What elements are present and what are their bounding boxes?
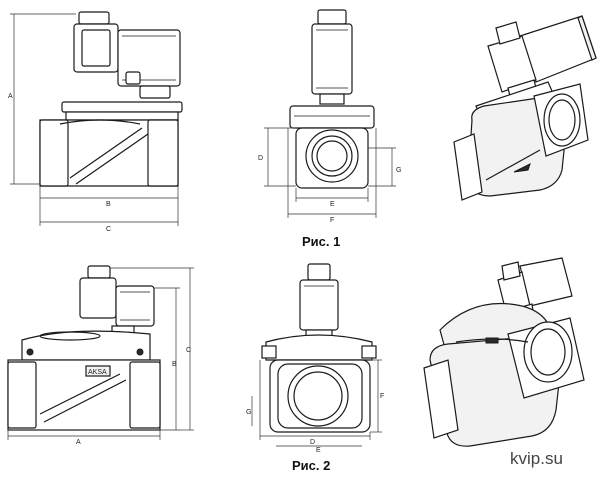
fig1-front-view: A B C: [8, 11, 183, 233]
fig2-coil-cap: [87, 265, 111, 279]
fig2-connector: [115, 285, 155, 327]
fig1-side-coil: [311, 23, 353, 95]
fig1-armature: [139, 85, 171, 99]
fig1-dim-a: A: [8, 93, 13, 100]
fig1-dim-c: C: [106, 226, 111, 233]
fig1-caption: Рис. 1: [302, 234, 340, 249]
fig2-dim-e: E: [316, 447, 321, 454]
fig2-dim-d: D: [310, 439, 315, 446]
fig2-dim-f: F: [380, 393, 384, 400]
fig1-dim-d: D: [258, 155, 263, 162]
fig2-side-bonnet: [265, 334, 373, 361]
fig1-coil-cap: [78, 11, 110, 25]
fig2-3d-view: [423, 257, 585, 447]
fig2-side-coil: [299, 279, 339, 331]
fig2-dim-b: B: [172, 361, 177, 368]
fig1-dim-e: E: [330, 201, 335, 208]
fig2-dim-c: C: [186, 347, 191, 354]
fig2-caption: Рис. 2: [292, 458, 330, 473]
fig1-dim-f: F: [330, 217, 334, 224]
fig1-bonnet: [61, 101, 183, 113]
fig1-side-view: D E F G: [258, 9, 401, 224]
fig2-nameplate: [85, 365, 111, 377]
fig2-front-view: AKSA A B C: [7, 265, 194, 446]
fig1-side-bonnet: [289, 105, 375, 129]
fig1-side-coil-cap: [317, 9, 347, 25]
fig2-side-view: D E F G: [246, 263, 384, 454]
fig1-dim-b: B: [106, 201, 111, 208]
fig2-dim-g: G: [246, 409, 251, 416]
fig2-dim-a: A: [76, 439, 81, 446]
fig2-side-coil-cap: [307, 263, 331, 281]
fig2-bonnet: [21, 330, 151, 361]
fig1-dim-g: G: [396, 167, 401, 174]
fig2-coil-body: [79, 277, 117, 319]
fig1-3d-view: [453, 15, 597, 201]
fig2-side-port: [287, 365, 349, 427]
watermark: kvip.su: [510, 449, 563, 468]
fig2-nameplate-text: AKSA: [88, 369, 107, 376]
